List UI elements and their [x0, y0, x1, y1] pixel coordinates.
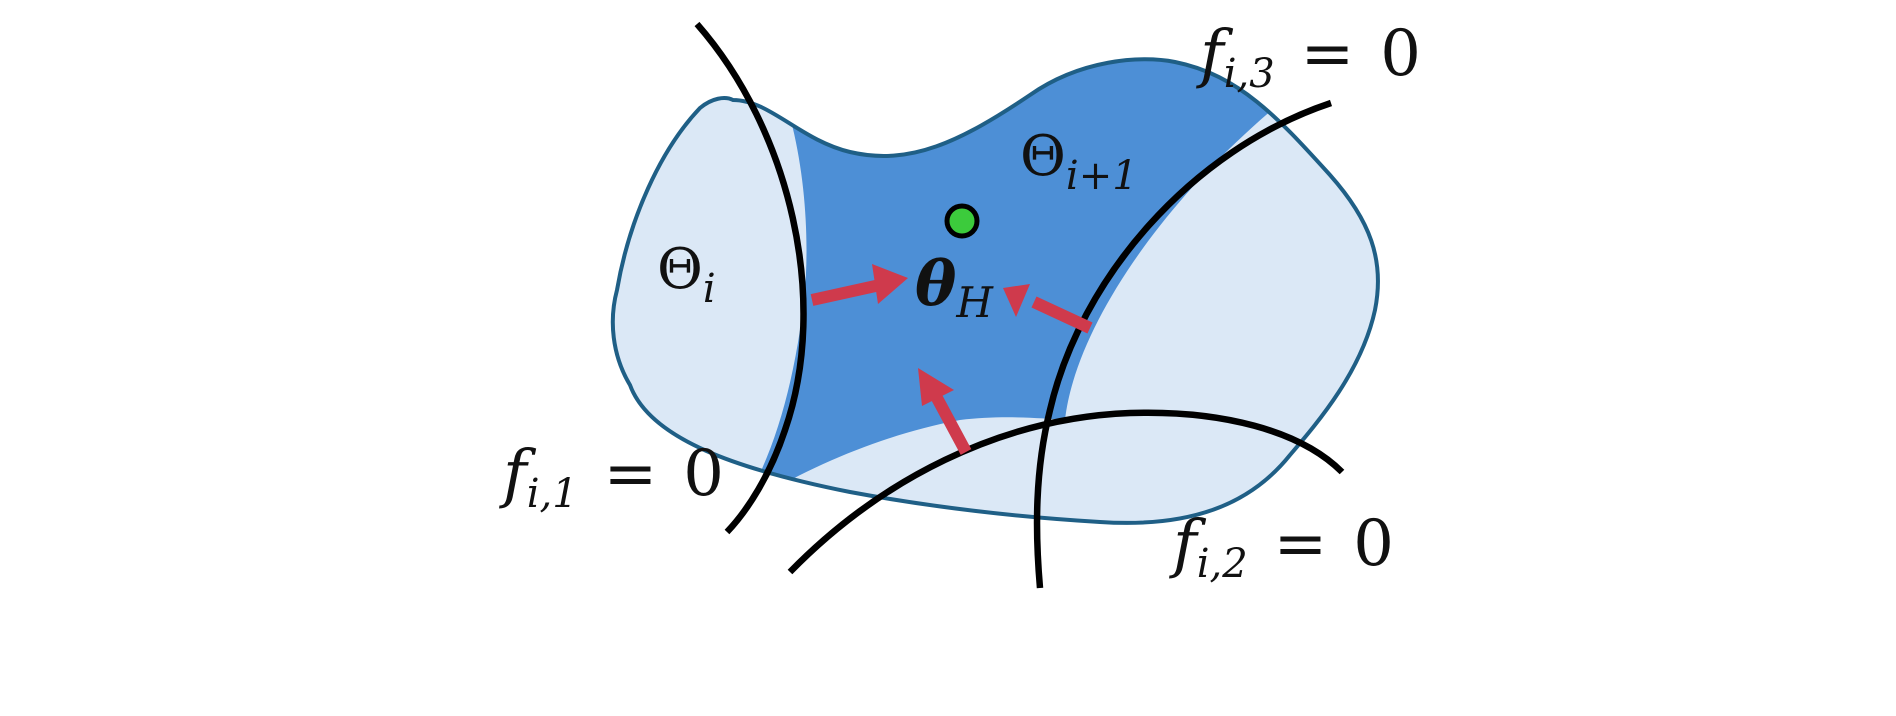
constraint-label-3: fi,3=0	[1196, 17, 1421, 97]
constraint-curve-3	[1033, 99, 1333, 589]
constraint-3-rhs: 0	[1380, 17, 1421, 91]
region-outline	[610, 57, 1380, 525]
constraint-1-subscript: i,1	[527, 471, 578, 517]
constraint-1-rhs: 0	[683, 437, 724, 511]
constraint-label-1: fi,1=0	[499, 437, 724, 517]
region-left-subscript: i	[703, 266, 716, 312]
constraint-3-relation: =	[1301, 17, 1355, 91]
region-left-symbol: Θ	[657, 237, 703, 302]
constraint-curve-2	[787, 409, 1345, 575]
constraint-2-subscript: i,2	[1197, 541, 1248, 587]
constraint-2-rhs: 0	[1353, 507, 1394, 581]
point-label: θH	[915, 247, 994, 327]
constraint-label-2: fi,2=0	[1169, 507, 1394, 587]
constraint-3-subscript: i,3	[1224, 51, 1275, 97]
arrow-from-constraint-3	[1003, 284, 1093, 334]
optimum-point	[944, 203, 980, 239]
constraint-curve-1	[694, 21, 807, 535]
constraint-2-relation: =	[1274, 507, 1328, 581]
arrow-from-constraint-2	[918, 368, 972, 455]
constraint-1-relation: =	[604, 437, 658, 511]
region-label-left: Θi	[657, 237, 716, 312]
region-right-subscript: i+1	[1066, 153, 1138, 199]
point-subscript: H	[955, 278, 994, 327]
arrow-from-constraint-1	[810, 264, 908, 306]
point-symbol: θ	[915, 247, 957, 320]
region-label-right: Θi+1	[1020, 124, 1138, 199]
region-right-symbol: Θ	[1020, 124, 1066, 189]
